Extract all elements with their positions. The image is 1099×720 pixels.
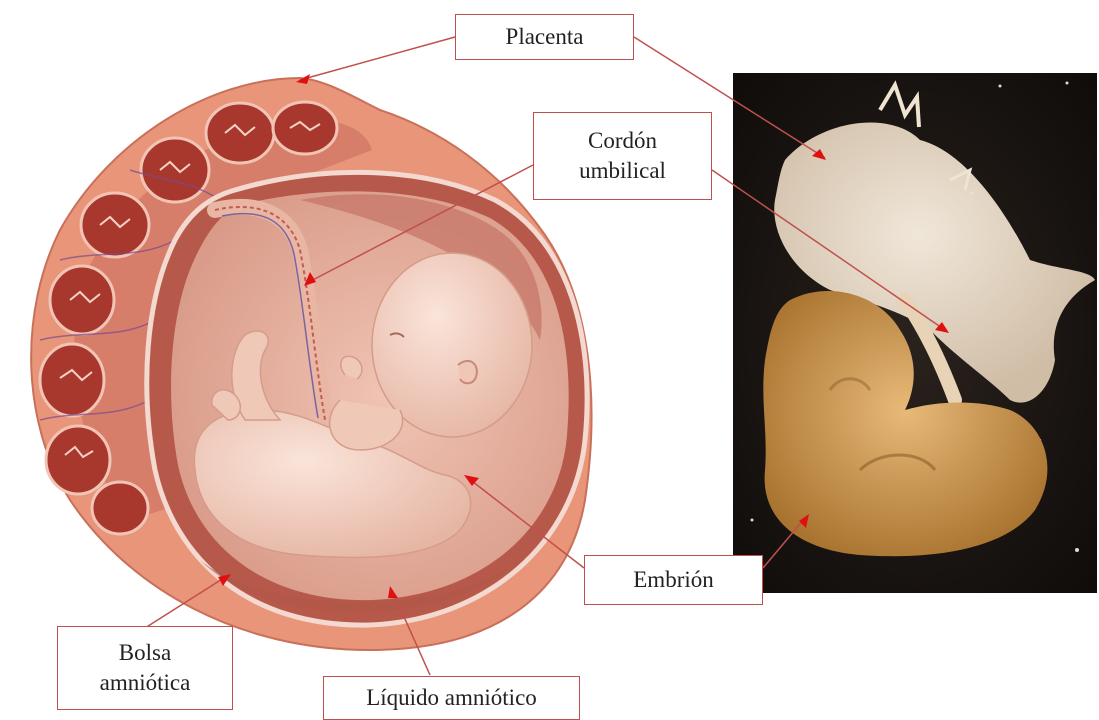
label-bolsa-amniotica: Bolsa amniótica (57, 626, 233, 710)
label-placenta: Placenta (455, 14, 634, 60)
label-liquido-amniotico: Líquido amniótico (323, 676, 580, 720)
label-cordon-line2: umbilical (579, 156, 666, 186)
illustration (31, 78, 591, 650)
label-placenta-text: Placenta (506, 22, 584, 52)
label-cordon-umbilical: Cordón umbilical (533, 112, 712, 200)
label-cordon-line1: Cordón (579, 126, 666, 156)
label-bolsa-line1: Bolsa (100, 638, 191, 668)
label-embrion: Embrión (584, 555, 763, 605)
label-liquido-text: Líquido amniótico (366, 683, 537, 713)
label-bolsa-line2: amniótica (100, 668, 191, 698)
embryo-photo (733, 73, 1097, 593)
label-embrion-text: Embrión (633, 565, 714, 595)
